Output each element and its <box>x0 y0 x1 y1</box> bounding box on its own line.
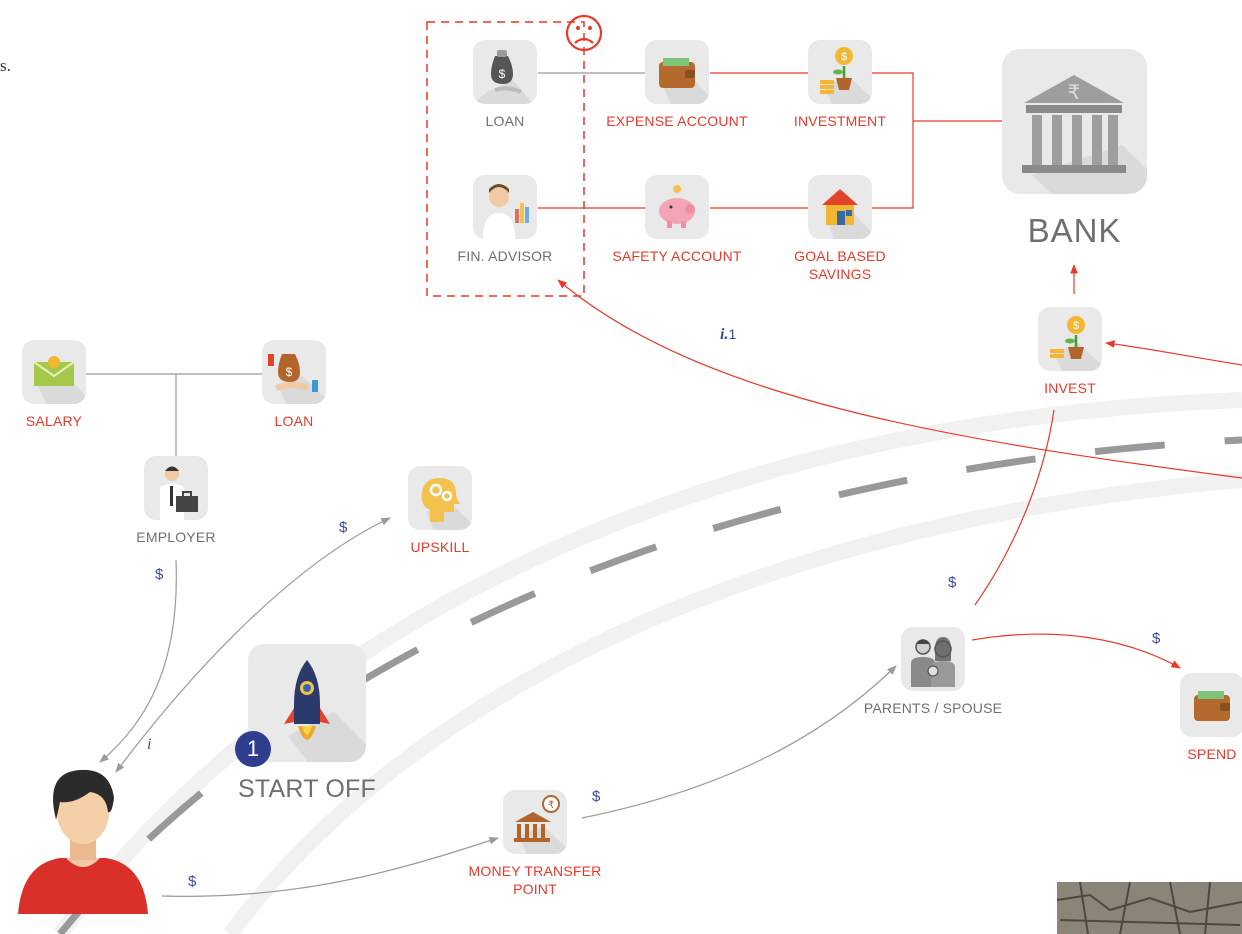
node-start-off[interactable]: 1 START OFF <box>232 644 382 804</box>
road-center-dashes <box>57 436 1242 934</box>
flow-i1-number: 1 <box>728 326 737 342</box>
goal-based-savings-label: GOAL BASED SAVINGS <box>794 247 886 283</box>
node-spend[interactable]: SPEND <box>1180 673 1242 763</box>
person-avatar[interactable] <box>18 764 148 914</box>
person-icon <box>18 769 148 914</box>
house-icon <box>808 175 872 239</box>
flow-i1-label: i.1 <box>720 326 736 344</box>
salary-label: SALARY <box>25 413 83 429</box>
money-transfer-label: MONEY TRANSFER POINT <box>469 862 602 898</box>
node-employer[interactable]: EMPLOYER <box>130 456 222 546</box>
bank-label: BANK <box>1027 212 1122 249</box>
flow-dollar-parents: $ <box>592 788 601 805</box>
employer-briefcase-icon <box>144 456 208 520</box>
expense-account-label: EXPENSE ACCOUNT <box>606 113 748 129</box>
flow-i-label: i <box>147 736 152 753</box>
node-investment[interactable]: $ INVESTMENT <box>780 40 900 130</box>
svg-text:$: $ <box>1073 320 1079 332</box>
start-off-label: START OFF <box>238 775 376 803</box>
node-parents-spouse[interactable]: PARENTS / SPOUSE <box>860 627 1006 717</box>
money-plant-icon: $ <box>1038 307 1102 371</box>
node-expense-account[interactable]: EXPENSE ACCOUNT <box>602 40 752 130</box>
stray-cropped-text: s. <box>0 56 11 75</box>
parents-spouse-label: PARENTS / SPOUSE <box>863 700 1003 716</box>
arrow-transfer-to-parents <box>581 665 897 819</box>
frown-face-icon <box>565 14 603 52</box>
node-loan-income[interactable]: $ LOAN <box>262 340 326 430</box>
loan-income-label: LOAN <box>274 413 314 429</box>
node-safety-account[interactable]: SAFETY ACCOUNT <box>602 175 752 265</box>
arrow-parents-to-invest <box>974 409 1055 606</box>
arrow-employer-to-person <box>99 559 177 763</box>
salary-envelope-icon <box>22 340 86 404</box>
wallet-icon <box>645 40 709 104</box>
arrow-to-fin-advisor <box>557 279 1242 479</box>
node-invest[interactable]: $ INVEST <box>1034 307 1106 397</box>
money-transfer-line2: POINT <box>513 881 557 897</box>
svg-text:₹: ₹ <box>1068 80 1081 104</box>
family-icon <box>901 627 965 691</box>
money-transfer-line1: MONEY TRANSFER <box>468 863 602 879</box>
flow-dollar-spend: $ <box>1152 630 1161 647</box>
safety-account-label: SAFETY ACCOUNT <box>612 248 742 264</box>
road-edge-lower <box>223 472 1242 934</box>
bank-building-icon: ₹ <box>1002 49 1147 194</box>
node-money-transfer-point[interactable]: ₹ MONEY TRANSFER POINT <box>460 790 610 898</box>
problem-group-border <box>426 21 585 297</box>
node-upskill[interactable]: UPSKILL <box>405 466 475 556</box>
road-edge-upper <box>53 392 1242 934</box>
money-bag-hand-icon: $ <box>473 40 537 104</box>
node-bank[interactable]: ₹ BANK <box>1002 49 1147 250</box>
advisor-icon <box>473 175 537 239</box>
money-plant-icon: $ <box>808 40 872 104</box>
link-salary-loan <box>86 373 262 456</box>
fin-advisor-label: FIN. ADVISOR <box>457 248 553 264</box>
spend-label: SPEND <box>1187 746 1237 762</box>
flow-dollar-invest: $ <box>948 574 957 591</box>
dry-ground-image <box>1056 881 1242 934</box>
piggy-bank-icon <box>645 175 709 239</box>
svg-text:$: $ <box>841 51 847 63</box>
svg-text:$: $ <box>499 67 506 81</box>
employer-label: EMPLOYER <box>136 529 216 545</box>
step-number-badge: 1 <box>235 731 271 767</box>
arrow-person-to-upskill <box>115 517 391 773</box>
flow-dollar-upskill: $ <box>339 519 348 536</box>
wallet-icon <box>1180 673 1242 737</box>
upskill-label: UPSKILL <box>410 539 470 555</box>
loan-top-label: LOAN <box>485 113 525 129</box>
money-bag-hand-icon: $ <box>262 340 326 404</box>
node-goal-based-savings[interactable]: GOAL BASED SAVINGS <box>780 175 900 283</box>
flow-dollar-transfer: $ <box>188 873 197 890</box>
svg-text:$: $ <box>286 365 293 379</box>
goal-based-line2: SAVINGS <box>808 266 872 282</box>
link-to-bank-bracket <box>872 72 1002 209</box>
investment-label: INVESTMENT <box>793 113 887 129</box>
goal-based-line1: GOAL BASED <box>794 248 886 264</box>
arrow-right-to-invest <box>1105 340 1242 366</box>
invest-label: INVEST <box>1044 380 1096 396</box>
node-loan-top[interactable]: $ LOAN <box>473 40 537 130</box>
arrow-person-to-transfer <box>161 837 499 897</box>
flow-i1-italic: i. <box>720 326 729 343</box>
svg-text:₹: ₹ <box>548 800 554 811</box>
bank-rupee-icon: ₹ <box>503 790 567 854</box>
brain-gears-icon <box>408 466 472 530</box>
node-fin-advisor[interactable]: FIN. ADVISOR <box>457 175 553 265</box>
arrow-parents-to-spend <box>971 633 1181 669</box>
node-salary[interactable]: SALARY <box>22 340 86 430</box>
flow-dollar-employer: $ <box>155 566 164 583</box>
